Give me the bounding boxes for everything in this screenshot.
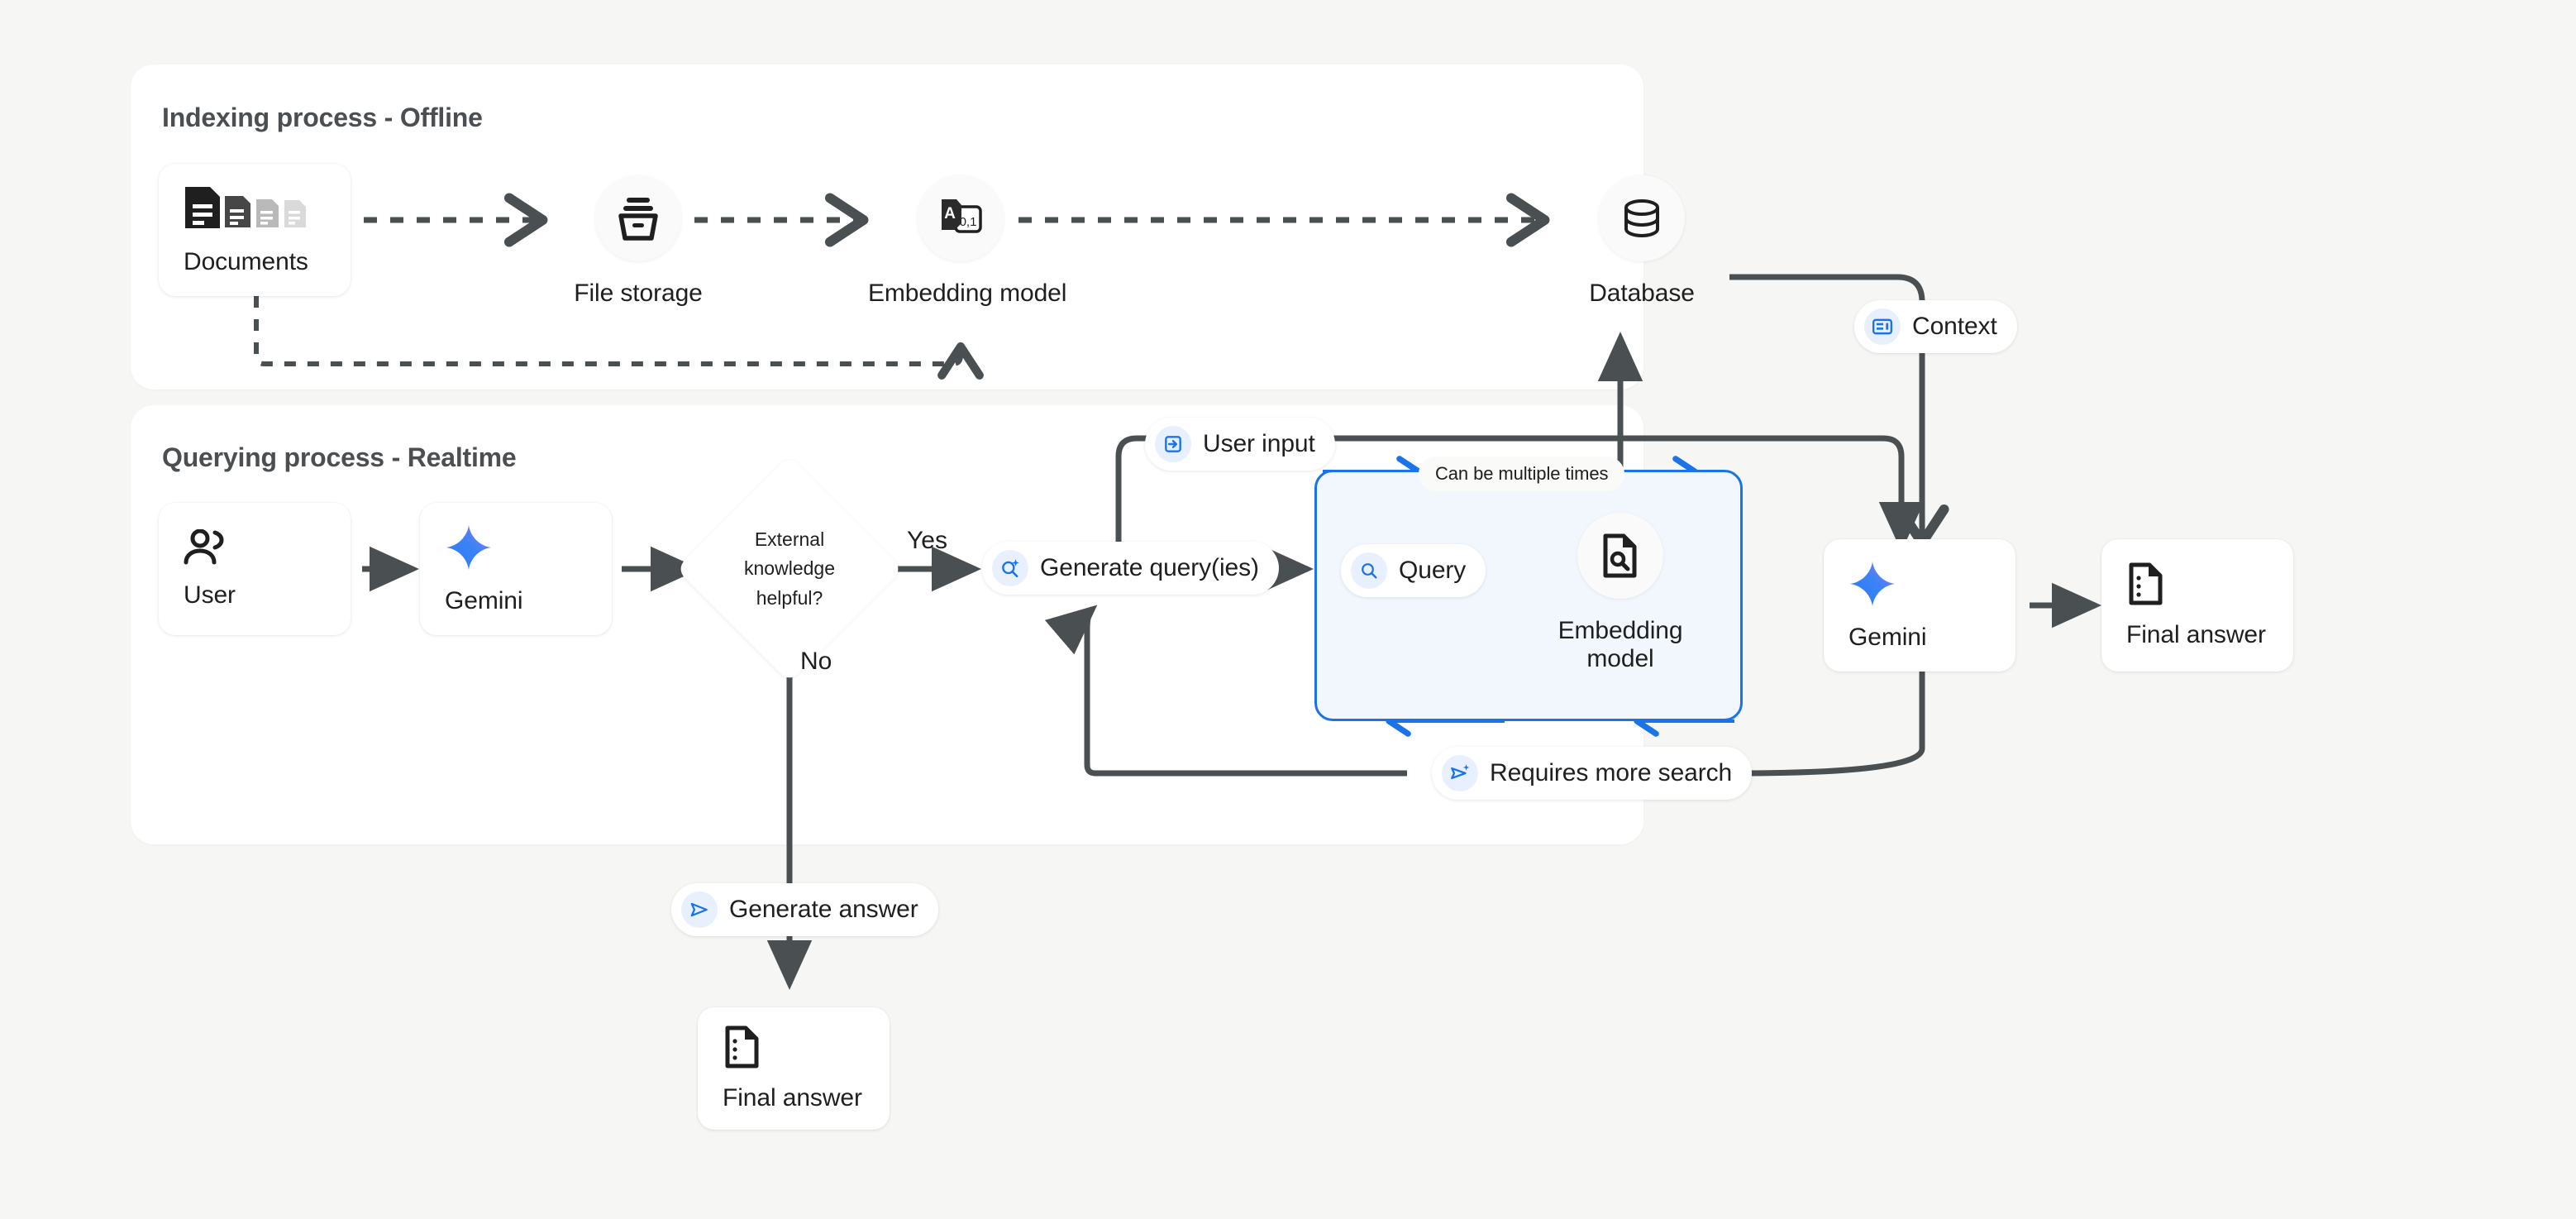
- gemini-label: Gemini: [445, 586, 523, 614]
- database-label: Database: [1589, 280, 1695, 307]
- context-edge-label: Context: [1854, 300, 2017, 353]
- svg-text:0,1: 0,1: [960, 215, 977, 229]
- file-storage-label: File storage: [574, 280, 703, 307]
- user-icon: [184, 528, 351, 570]
- loop-embedding-line-1: Embedding: [1558, 617, 1683, 644]
- documents-icon: [184, 184, 351, 237]
- answer-doc-icon: [723, 1025, 890, 1073]
- loop-note-label: Can be multiple times: [1419, 457, 1625, 491]
- requires-more-search-edge-label: Requires more search: [1432, 747, 1753, 800]
- final-answer-right-label: Final answer: [2126, 620, 2266, 648]
- user-label: User: [184, 581, 236, 609]
- file-storage-icon: [595, 175, 681, 261]
- loop-embedding-line-2: model: [1586, 645, 1654, 672]
- gemini-sparkle-icon: [1849, 560, 2015, 612]
- requires-more-search-label: Requires more search: [1490, 759, 1733, 786]
- decision-text: External knowledge helpful?: [709, 489, 870, 649]
- decision-line-1: External: [754, 528, 825, 550]
- embedding-model-label: Embedding model: [868, 280, 1067, 307]
- gemini-sparkle-icon: [445, 523, 612, 576]
- document-search-icon: [1577, 513, 1663, 599]
- loop-embedding-model-label: Embedding model: [1536, 617, 1705, 673]
- database-node[interactable]: Database: [1562, 175, 1721, 308]
- database-icon: [1599, 175, 1685, 261]
- send-icon: [681, 892, 718, 928]
- gemini-right-label: Gemini: [1849, 623, 1927, 651]
- query-label: Query: [1399, 557, 1467, 584]
- final-answer-right-card[interactable]: Final answer: [2101, 539, 2293, 672]
- loop-embedding-model-node[interactable]: Embedding model: [1536, 513, 1705, 673]
- decision-diamond[interactable]: External knowledge helpful?: [675, 455, 904, 683]
- user-input-edge-label: User input: [1145, 418, 1335, 471]
- query-node[interactable]: Query: [1341, 544, 1486, 597]
- final-answer-bottom-card[interactable]: Final answer: [698, 1007, 890, 1130]
- user-card[interactable]: User: [159, 503, 351, 635]
- querying-panel-title: Querying process - Realtime: [162, 442, 517, 472]
- final-answer-bottom-label: Final answer: [723, 1083, 862, 1111]
- svg-text:A: A: [944, 205, 956, 222]
- context-label: Context: [1912, 313, 1997, 340]
- send-sparkle-icon: [1442, 755, 1478, 791]
- user-input-label: User input: [1203, 430, 1315, 457]
- documents-card[interactable]: Documents: [159, 164, 351, 296]
- generate-queries-node[interactable]: Generate query(ies): [982, 542, 1279, 595]
- generate-answer-edge-label: Generate answer: [671, 883, 938, 936]
- input-icon: [1155, 426, 1191, 462]
- context-icon: [1864, 308, 1901, 345]
- gemini-right-card[interactable]: Gemini: [1824, 539, 2015, 672]
- decision-line-2: knowledge: [744, 557, 835, 580]
- search-sparkle-icon: [992, 550, 1028, 586]
- decision-line-3: helpful?: [756, 586, 823, 609]
- yes-edge-label: Yes: [907, 527, 947, 554]
- file-storage-node[interactable]: File storage: [547, 175, 729, 308]
- embedding-model-node[interactable]: 0,1 A Embedding model: [868, 175, 1067, 308]
- embedding-model-icon: 0,1 A: [918, 175, 1004, 261]
- search-icon: [1351, 552, 1387, 589]
- gemini-card[interactable]: Gemini: [420, 503, 612, 635]
- generate-queries-label: Generate query(ies): [1040, 554, 1259, 581]
- documents-label: Documents: [184, 247, 308, 275]
- generate-answer-label: Generate answer: [729, 896, 918, 923]
- indexing-panel-title: Indexing process - Offline: [162, 103, 483, 132]
- answer-doc-icon: [2126, 562, 2293, 610]
- no-edge-label: No: [800, 648, 832, 675]
